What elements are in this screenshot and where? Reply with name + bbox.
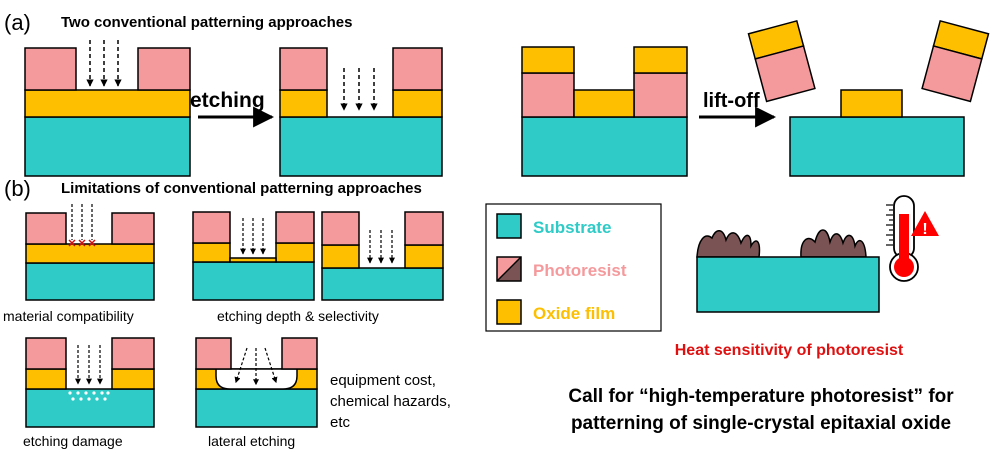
heat-caption: Heat sensitivity of photoresist (675, 342, 904, 359)
flying-block-right (921, 19, 990, 103)
blocked-marks (68, 239, 96, 247)
substrate-layer (789, 116, 965, 177)
substrate-layer (279, 116, 443, 177)
caption-material-compatibility: material compatibility (3, 308, 134, 324)
caption-etching-damage: etching damage (23, 433, 123, 449)
etching-before-stack (24, 40, 191, 177)
etching-depth-stack-b (321, 211, 444, 301)
photoresist-left (279, 47, 328, 91)
caption-lateral-etching: lateral etching (208, 433, 295, 449)
section-a-title: Two conventional patterning approaches (61, 14, 352, 31)
liftoff-before-stack (521, 46, 688, 177)
etching-depth-stack-a (192, 211, 315, 301)
photoresist-right (392, 47, 443, 91)
legend-label-substrate: Substrate (533, 218, 611, 237)
etching-damage-stack (25, 337, 155, 428)
photoresist-left (521, 72, 575, 118)
heat-sensitivity-illustration: ! (696, 195, 939, 313)
oxide-left (279, 89, 328, 118)
etch-arrows (340, 68, 378, 111)
heat-substrate (696, 256, 880, 313)
photoresist-right (633, 72, 688, 118)
oxide-pattern (573, 89, 635, 118)
etching-arrow-label: etching (190, 89, 265, 112)
etch-arrows (86, 40, 122, 87)
oxide-on-resist-right (633, 46, 688, 74)
legend-swatch-substrate (496, 213, 522, 239)
thermometer-icon (886, 195, 919, 282)
liftoff-after-stack (747, 19, 990, 177)
legend-label-oxide: Oxide film (533, 304, 615, 323)
warning-icon: ! (911, 211, 939, 238)
flying-block-left (747, 19, 816, 103)
section-b-label: (b) (4, 176, 31, 201)
photoresist-right (137, 47, 191, 91)
section-a-label: (a) (4, 10, 31, 35)
oxide-layer (24, 89, 191, 118)
warning-glyph: ! (922, 221, 927, 238)
substrate-layer (24, 116, 191, 177)
burnt-resist-left (696, 230, 761, 258)
liftoff-arrow-label: lift-off (703, 90, 760, 112)
photoresist-left (24, 47, 77, 91)
lateral-etching-stack (195, 337, 318, 428)
substrate-layer (521, 116, 688, 177)
damage-dots (68, 391, 110, 401)
caption-etching-depth: etching depth & selectivity (217, 308, 379, 324)
etching-after-stack (279, 47, 443, 177)
other-limit-3: etc (330, 414, 351, 431)
section-b-title: Limitations of conventional patterning a… (61, 180, 422, 197)
legend-label-photoresist: Photoresist (533, 261, 627, 280)
oxide-pattern (840, 89, 903, 118)
legend-swatch-photoresist (496, 256, 522, 282)
material-compatibility-stack (25, 204, 155, 301)
other-limit-2: chemical hazards, (330, 393, 451, 410)
oxide-on-resist-left (521, 46, 575, 74)
call-line-2: patterning of single-crystal epitaxial o… (571, 413, 951, 434)
oxide-right (392, 89, 443, 118)
burnt-resist-right (800, 229, 867, 258)
legend-swatch-oxide (496, 299, 522, 325)
call-line-1: Call for “high-temperature photoresist” … (568, 386, 954, 407)
legend: Substrate Photoresist Oxide film (485, 203, 662, 332)
other-limit-1: equipment cost, (330, 372, 436, 389)
